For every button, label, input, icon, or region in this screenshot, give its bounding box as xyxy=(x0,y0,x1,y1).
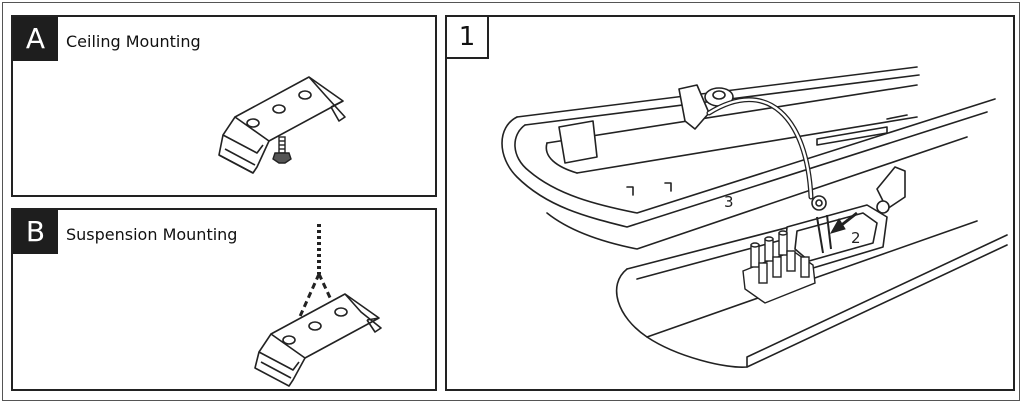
terminal-block-icon xyxy=(742,214,832,304)
panel-ceiling-mounting: A Ceiling Mounting xyxy=(11,15,437,197)
figure-frame xyxy=(2,2,1020,401)
arrow-icon xyxy=(829,211,858,234)
step-number: 1 xyxy=(447,17,489,59)
panel-b-letter: B xyxy=(13,210,58,254)
luminaire-wiring-illustration: 2 3 xyxy=(501,66,1008,369)
callout-2: 2 xyxy=(851,229,861,247)
panel-a-title: Ceiling Mounting xyxy=(66,32,201,51)
screw-icon xyxy=(272,136,292,164)
suspension-bracket-illustration xyxy=(254,224,382,387)
panel-a-letter: A xyxy=(13,17,58,61)
callout-3: 3 xyxy=(724,193,734,211)
panel-step-1-wiring: 1 xyxy=(445,15,1015,391)
panel-b-title: Suspension Mounting xyxy=(66,225,238,244)
panel-suspension-mounting: B Suspension Mounting xyxy=(11,208,437,391)
ceiling-bracket-illustration xyxy=(218,76,346,174)
